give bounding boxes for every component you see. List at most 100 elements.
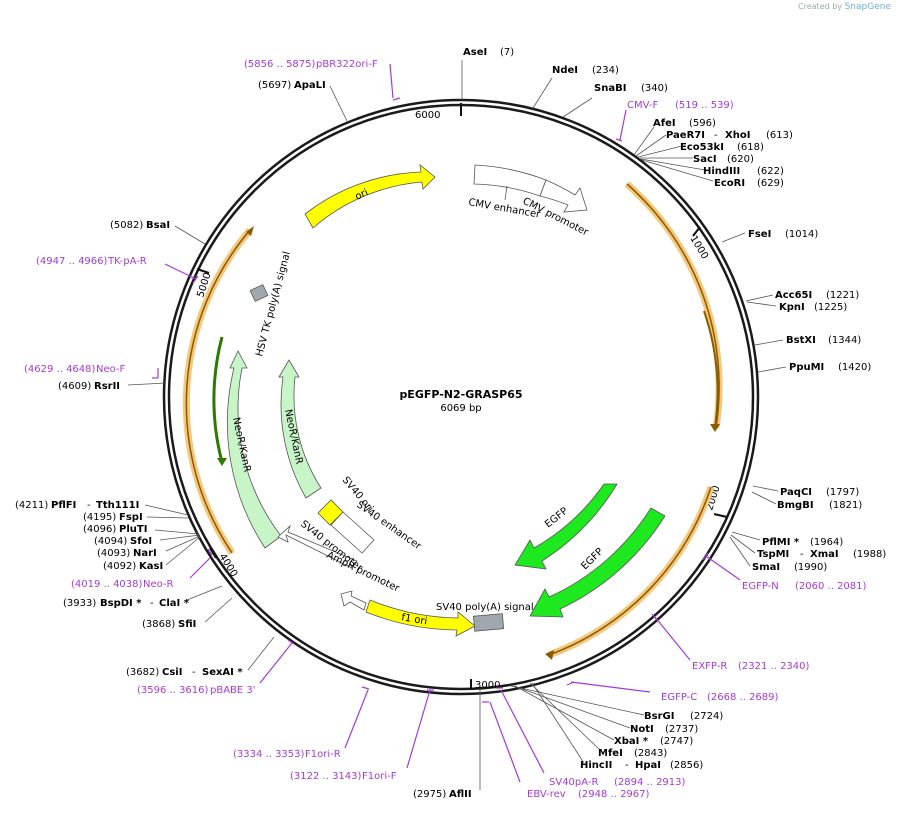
- svg-text:(3596 .. 3616): (3596 .. 3616): [137, 685, 209, 696]
- enzyme-saci[interactable]: SacI: [693, 154, 717, 165]
- primer-neo-f[interactable]: Neo-F: [96, 364, 126, 375]
- neor-kanr-feature-1[interactable]: [227, 350, 282, 549]
- svg-text:(2321 .. 2340): (2321 .. 2340): [738, 661, 810, 672]
- svg-text:(1821): (1821): [829, 500, 862, 511]
- svg-text:(1225): (1225): [814, 302, 847, 313]
- enzyme-acc65i[interactable]: Acc65I: [775, 290, 812, 301]
- enzyme-sfii[interactable]: SfiI: [178, 619, 196, 630]
- hsv-tk-polya-label: HSV TK poly(A) signal: [254, 250, 293, 357]
- enzyme-rsrii[interactable]: RsrII: [94, 381, 120, 392]
- enzyme-ndei[interactable]: NdeI: [552, 65, 578, 76]
- neo-inner-arc: [212, 336, 224, 463]
- enzyme-bmgbi[interactable]: BmgBI: [777, 500, 814, 511]
- svg-text:(4094): (4094): [94, 536, 127, 547]
- cmv-promoter-feature[interactable]: [539, 179, 588, 213]
- primer-cmv-f[interactable]: CMV-F: [627, 100, 658, 111]
- enzyme-bstxi[interactable]: BstXI: [786, 335, 816, 346]
- plasmid-size: 6069 bp: [440, 403, 481, 414]
- enzyme-sfoi[interactable]: SfoI: [130, 536, 152, 547]
- enzyme-clai[interactable]: ClaI *: [159, 598, 190, 609]
- enzyme-hincii[interactable]: HincII: [580, 760, 612, 771]
- ampr-promoter-feature[interactable]: [340, 590, 367, 611]
- svg-text:-: -: [625, 760, 629, 771]
- enzyme-pflfi[interactable]: PflFI: [51, 500, 76, 511]
- primer-ebv-rev[interactable]: EBV-rev: [527, 789, 566, 800]
- orf-arc-highlight-1: [624, 181, 723, 429]
- f1-ori-feature[interactable]: [365, 599, 476, 637]
- primer-exfp-r[interactable]: EXFP-R: [692, 661, 727, 672]
- enzyme-bsai[interactable]: BsaI: [146, 220, 170, 231]
- enzyme-ppumi[interactable]: PpuMI: [789, 362, 824, 373]
- primer-pbabe-3[interactable]: pBABE 3': [210, 685, 256, 696]
- svg-text:-: -: [87, 500, 91, 511]
- primer-tk-pa-r[interactable]: TK-pA-R: [107, 256, 147, 267]
- f1-ori-label: f1 ori: [400, 612, 428, 627]
- enzyme-nari[interactable]: NarI: [133, 548, 157, 559]
- enzyme-afei[interactable]: AfeI: [653, 118, 676, 129]
- enzyme-pflmi[interactable]: PflMI *: [762, 537, 800, 548]
- svg-text:(596): (596): [689, 118, 716, 129]
- enzyme-kpni[interactable]: KpnI: [779, 302, 805, 313]
- sv40-polya-feature[interactable]: [473, 613, 505, 632]
- enzyme-apali[interactable]: ApaLI: [294, 80, 326, 91]
- svg-text:(340): (340): [641, 83, 668, 94]
- svg-text:(2975): (2975): [413, 789, 446, 800]
- enzyme-asei[interactable]: AseI: [463, 47, 487, 58]
- svg-text:(4092): (4092): [103, 561, 136, 572]
- primer-sv40pa-r[interactable]: SV40pA-R: [549, 777, 598, 788]
- primer-f1ori-r[interactable]: F1ori-R: [305, 749, 341, 760]
- enzyme-snabi[interactable]: SnaBI: [594, 83, 626, 94]
- svg-text:(5082): (5082): [110, 220, 143, 231]
- enzyme-fsei[interactable]: FseI: [748, 229, 771, 240]
- enzyme-tth111i[interactable]: Tth111I: [96, 500, 139, 511]
- enzyme-hpai[interactable]: HpaI: [635, 760, 661, 771]
- enzyme-xbai[interactable]: XbaI *: [614, 736, 649, 747]
- enzyme-leaders: [127, 60, 787, 790]
- enzyme-noti[interactable]: NotI: [630, 724, 654, 735]
- svg-text:(629): (629): [757, 178, 784, 189]
- svg-text:-: -: [150, 598, 154, 609]
- primer-egfp-n[interactable]: EGFP-N: [742, 581, 779, 592]
- snapgene-credit: Created by SnapGene: [798, 2, 891, 12]
- neor-kanr-feature-2[interactable]: [278, 359, 322, 499]
- svg-text:(4609): (4609): [58, 381, 91, 392]
- hsv-tk-polya-feature[interactable]: [249, 284, 269, 302]
- primer-f1ori-f[interactable]: F1ori-F: [362, 771, 397, 782]
- sv40-enhancer-feature[interactable]: [330, 511, 375, 554]
- enzyme-ecori[interactable]: EcoRI: [714, 178, 745, 189]
- enzyme-eco53ki[interactable]: Eco53kI: [680, 142, 724, 153]
- svg-text:-: -: [714, 130, 718, 141]
- enzyme-paer7i[interactable]: PaeR7I: [666, 130, 705, 141]
- enzyme-aflii[interactable]: AflII: [449, 789, 472, 800]
- enzyme-pluti[interactable]: PluTI: [119, 524, 147, 535]
- enzyme-kasi[interactable]: KasI: [139, 561, 163, 572]
- enzyme-hindiii[interactable]: HindIII: [703, 166, 740, 177]
- primer-egfp-c[interactable]: EGFP-C: [661, 692, 697, 703]
- primer-neo-r[interactable]: Neo-R: [143, 579, 174, 590]
- enzyme-bsrgi[interactable]: BsrGI: [644, 711, 674, 722]
- enzyme-sexai[interactable]: SexAI *: [202, 667, 243, 678]
- enzyme-csii[interactable]: CsiI: [162, 667, 182, 678]
- enzyme-xmai[interactable]: XmaI: [810, 549, 839, 560]
- sv40-promoter-feature[interactable]: [277, 524, 358, 569]
- enzyme-bspdi[interactable]: BspDI *: [100, 598, 142, 609]
- enzyme-paqci[interactable]: PaqCI: [780, 487, 812, 498]
- svg-text:(519 .. 539): (519 .. 539): [675, 100, 734, 111]
- svg-text:(1990): (1990): [794, 562, 827, 573]
- svg-text:-: -: [800, 549, 804, 560]
- tick-4000: 4000: [216, 552, 239, 579]
- egfp-feature-2[interactable]: [529, 507, 666, 618]
- enzyme-mfei[interactable]: MfeI: [598, 748, 623, 759]
- cmv-enhancer-feature[interactable]: [473, 164, 547, 197]
- tick-marks: [460, 103, 472, 690]
- orf-arc-2: [548, 486, 712, 656]
- enzyme-fspi[interactable]: FspI: [119, 512, 143, 523]
- enzyme-tspmi[interactable]: TspMI: [757, 549, 789, 560]
- enzyme-smai[interactable]: SmaI: [752, 562, 780, 573]
- egfp-feature-1[interactable]: [514, 483, 618, 570]
- svg-text:(3682): (3682): [126, 667, 159, 678]
- enzyme-xhoi[interactable]: XhoI: [725, 130, 750, 141]
- ori-feature[interactable]: [304, 164, 436, 229]
- primer-pbr322ori-f[interactable]: pBR322ori-F: [316, 59, 378, 70]
